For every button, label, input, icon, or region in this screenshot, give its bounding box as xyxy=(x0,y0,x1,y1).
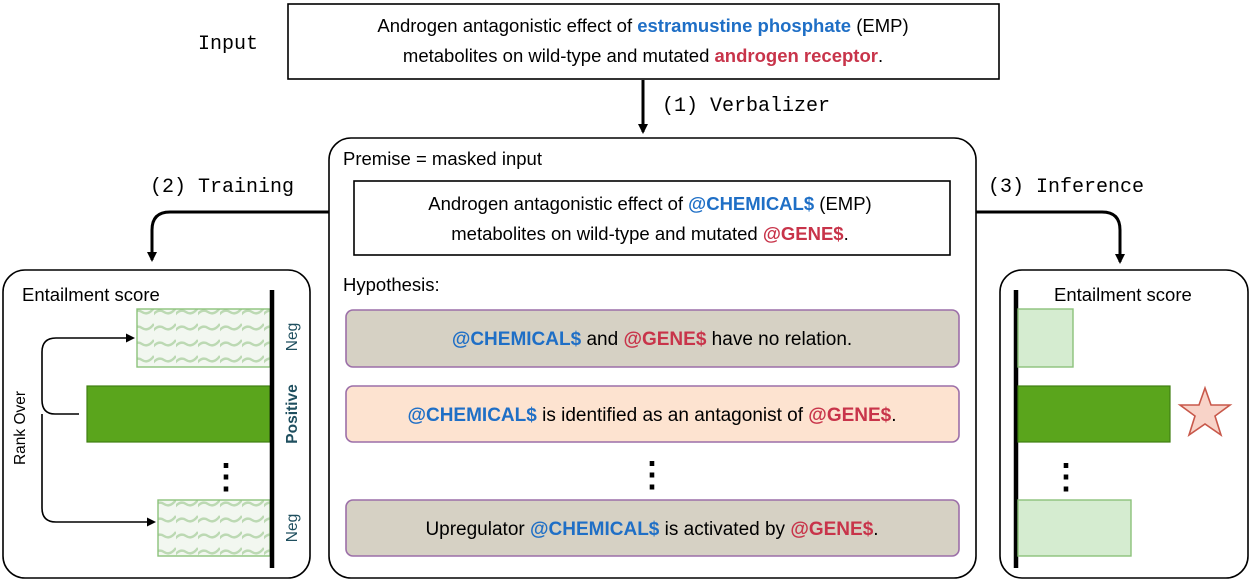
hypothesis-upregulator-text: Upregulator @CHEMICAL$ is activated by @… xyxy=(425,519,878,540)
training-bar-positive xyxy=(86,385,271,443)
training-ellipsis: ⋮ xyxy=(209,458,243,496)
hypothesis-label: Hypothesis: xyxy=(343,274,440,295)
star-icon xyxy=(1177,385,1233,437)
input-label: Input xyxy=(198,33,258,56)
training-label: (2) Training xyxy=(150,176,294,199)
training-arrow xyxy=(147,210,329,262)
inference-bar-3 xyxy=(1017,499,1132,557)
verbalizer-label: (1) Verbalizer xyxy=(662,95,830,118)
rank-arrow-bottom xyxy=(41,414,156,527)
masked-line1: Androgen antagonistic effect of @CHEMICA… xyxy=(428,193,871,214)
input-line1: Androgen antagonistic effect of estramus… xyxy=(377,15,908,36)
label-positive: Positive xyxy=(284,384,301,444)
rank-over-label: Rank Over xyxy=(12,391,29,465)
hypothesis-ellipsis: ⋮ xyxy=(635,456,669,494)
inference-bar-1 xyxy=(1017,308,1074,368)
masked-line2: metabolites on wild-type and mutated @GE… xyxy=(451,223,849,244)
inference-panel-title: Entailment score xyxy=(1054,284,1192,305)
label-neg-bottom: Neg xyxy=(284,514,301,542)
hypothesis-antagonist-text: @CHEMICAL$ is identified as an antagonis… xyxy=(407,405,896,426)
premise-label: Premise = masked input xyxy=(343,148,542,169)
inference-label: (3) Inference xyxy=(988,176,1144,199)
masked-input-box xyxy=(353,180,951,256)
input-line2: metabolites on wild-type and mutated and… xyxy=(403,45,883,66)
inference-ellipsis: ⋮ xyxy=(1049,458,1083,496)
hypothesis-no-relation xyxy=(345,309,960,368)
input-chemical: estramustine phosphate xyxy=(637,15,851,36)
hypothesis-no-relation-text: @CHEMICAL$ and @GENE$ have no relation. xyxy=(452,329,852,350)
input-gene: androgen receptor xyxy=(715,45,878,66)
input-box xyxy=(287,3,1000,80)
label-neg-top: Neg xyxy=(284,323,301,351)
training-panel-title: Entailment score xyxy=(22,284,160,305)
inference-arrow xyxy=(976,210,1125,264)
rank-arrow-top xyxy=(41,333,135,415)
training-bar-neg-bottom xyxy=(157,499,271,557)
hypothesis-upregulator xyxy=(345,499,960,557)
training-bar-neg-top xyxy=(136,308,271,368)
hypothesis-antagonist xyxy=(345,385,960,443)
inference-bar-2 xyxy=(1017,385,1171,443)
